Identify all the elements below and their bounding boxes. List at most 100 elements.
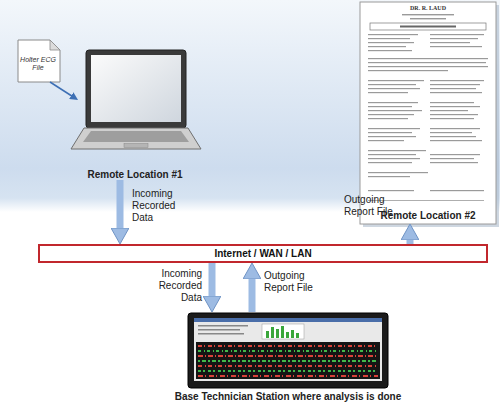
report-line — [368, 200, 484, 202]
report-line — [430, 92, 482, 93]
monitor-box: Base Technician Station where analysis i… — [160, 312, 416, 403]
report-line — [368, 38, 410, 39]
report-line — [430, 118, 474, 119]
report-line — [430, 34, 484, 35]
ecg-trace — [198, 350, 378, 352]
report-line — [368, 34, 418, 35]
edge-label: Incoming Recorded Data — [132, 188, 184, 224]
laptop-screen — [91, 55, 181, 122]
location-label: Remote Location #1 — [87, 169, 182, 181]
report-line — [368, 106, 412, 107]
network-band: Internet / WAN / LAN — [38, 244, 488, 263]
chart-bar — [291, 330, 294, 338]
report-line — [430, 84, 480, 85]
report-line — [430, 190, 484, 191]
chart-bars — [266, 326, 299, 338]
ecg-panel — [196, 342, 380, 379]
report-document: DR. R. LAUD Remote Location #2 — [360, 2, 496, 224]
file-icon — [18, 40, 60, 82]
report-line — [368, 118, 408, 119]
report-line — [368, 128, 420, 129]
chart-bar — [271, 327, 274, 338]
report-line — [430, 132, 472, 133]
ecg-trace — [198, 370, 378, 372]
report-line — [368, 114, 414, 115]
data-flow-arrow — [50, 82, 73, 97]
laptop-box: Remote Location #1 — [78, 48, 192, 180]
report-line — [430, 88, 476, 89]
report-line — [430, 110, 468, 111]
monitor-screen — [194, 318, 382, 381]
report-line — [430, 42, 470, 43]
laptop-lid — [86, 50, 186, 128]
report-line — [430, 102, 474, 103]
ecg-trace — [198, 360, 378, 362]
network-label: Internet / WAN / LAN — [214, 248, 311, 260]
data-flow-arrow — [249, 273, 256, 312]
report-line — [430, 162, 478, 163]
report-line — [368, 58, 488, 59]
edge-label: Incoming Recorded Data — [148, 268, 202, 304]
ecg-trace — [198, 355, 378, 357]
report-line — [402, 14, 454, 15]
report-line — [430, 136, 476, 137]
report-line — [368, 42, 414, 43]
file-fold — [50, 40, 60, 50]
chart-bar — [286, 332, 289, 338]
report-line — [400, 26, 456, 28]
report-line — [368, 190, 414, 191]
report-line — [368, 70, 448, 71]
report-line — [430, 106, 480, 107]
report-line — [368, 154, 416, 155]
report-page — [360, 2, 496, 224]
report-line — [368, 46, 406, 47]
window-titlebar — [194, 318, 382, 322]
laptop-keyboard — [83, 131, 189, 142]
report-line — [368, 102, 418, 103]
report-line — [430, 46, 482, 47]
report-line — [430, 80, 484, 81]
report-line — [430, 128, 480, 129]
report-line — [368, 140, 404, 141]
report-line — [430, 114, 478, 115]
report-line — [368, 92, 408, 93]
report-line — [410, 18, 446, 19]
report-line — [368, 136, 416, 137]
report-line — [368, 158, 420, 159]
report-line — [368, 80, 424, 81]
file-icon-box: Holter ECG File — [18, 40, 60, 82]
window-line — [198, 329, 240, 331]
report-line — [430, 38, 478, 39]
report-line — [368, 66, 488, 67]
location-label: Remote Location #2 — [380, 210, 475, 222]
ecg-trace — [198, 365, 378, 367]
report-line — [368, 88, 420, 89]
report-title-box — [370, 23, 486, 30]
data-flow-arrow — [407, 234, 414, 244]
chart-bar — [281, 326, 284, 338]
edge-label: Outgoing Report File — [344, 194, 394, 218]
laptop-touchpad — [124, 144, 148, 148]
station-label: Base Technician Station where analysis i… — [175, 391, 402, 403]
report-line — [368, 84, 416, 85]
chart-bar — [266, 331, 269, 338]
report-line — [368, 172, 428, 173]
report-line — [368, 132, 412, 133]
data-flow-arrow — [117, 180, 124, 234]
report-line — [368, 162, 412, 163]
monitor-frame — [188, 313, 388, 388]
laptop-base — [71, 128, 201, 149]
report-line — [430, 158, 474, 159]
report-line — [430, 154, 480, 155]
report-line — [368, 176, 410, 177]
report-lines — [368, 14, 488, 201]
window-line — [198, 333, 244, 335]
ecg-traces — [198, 346, 378, 376]
report-line — [430, 140, 482, 141]
report-header: DR. R. LAUD — [410, 5, 446, 12]
report-line — [368, 50, 412, 51]
data-flow-arrow — [209, 263, 216, 302]
ecg-trace — [198, 345, 378, 347]
edge-label: Outgoing Report File — [264, 270, 314, 294]
